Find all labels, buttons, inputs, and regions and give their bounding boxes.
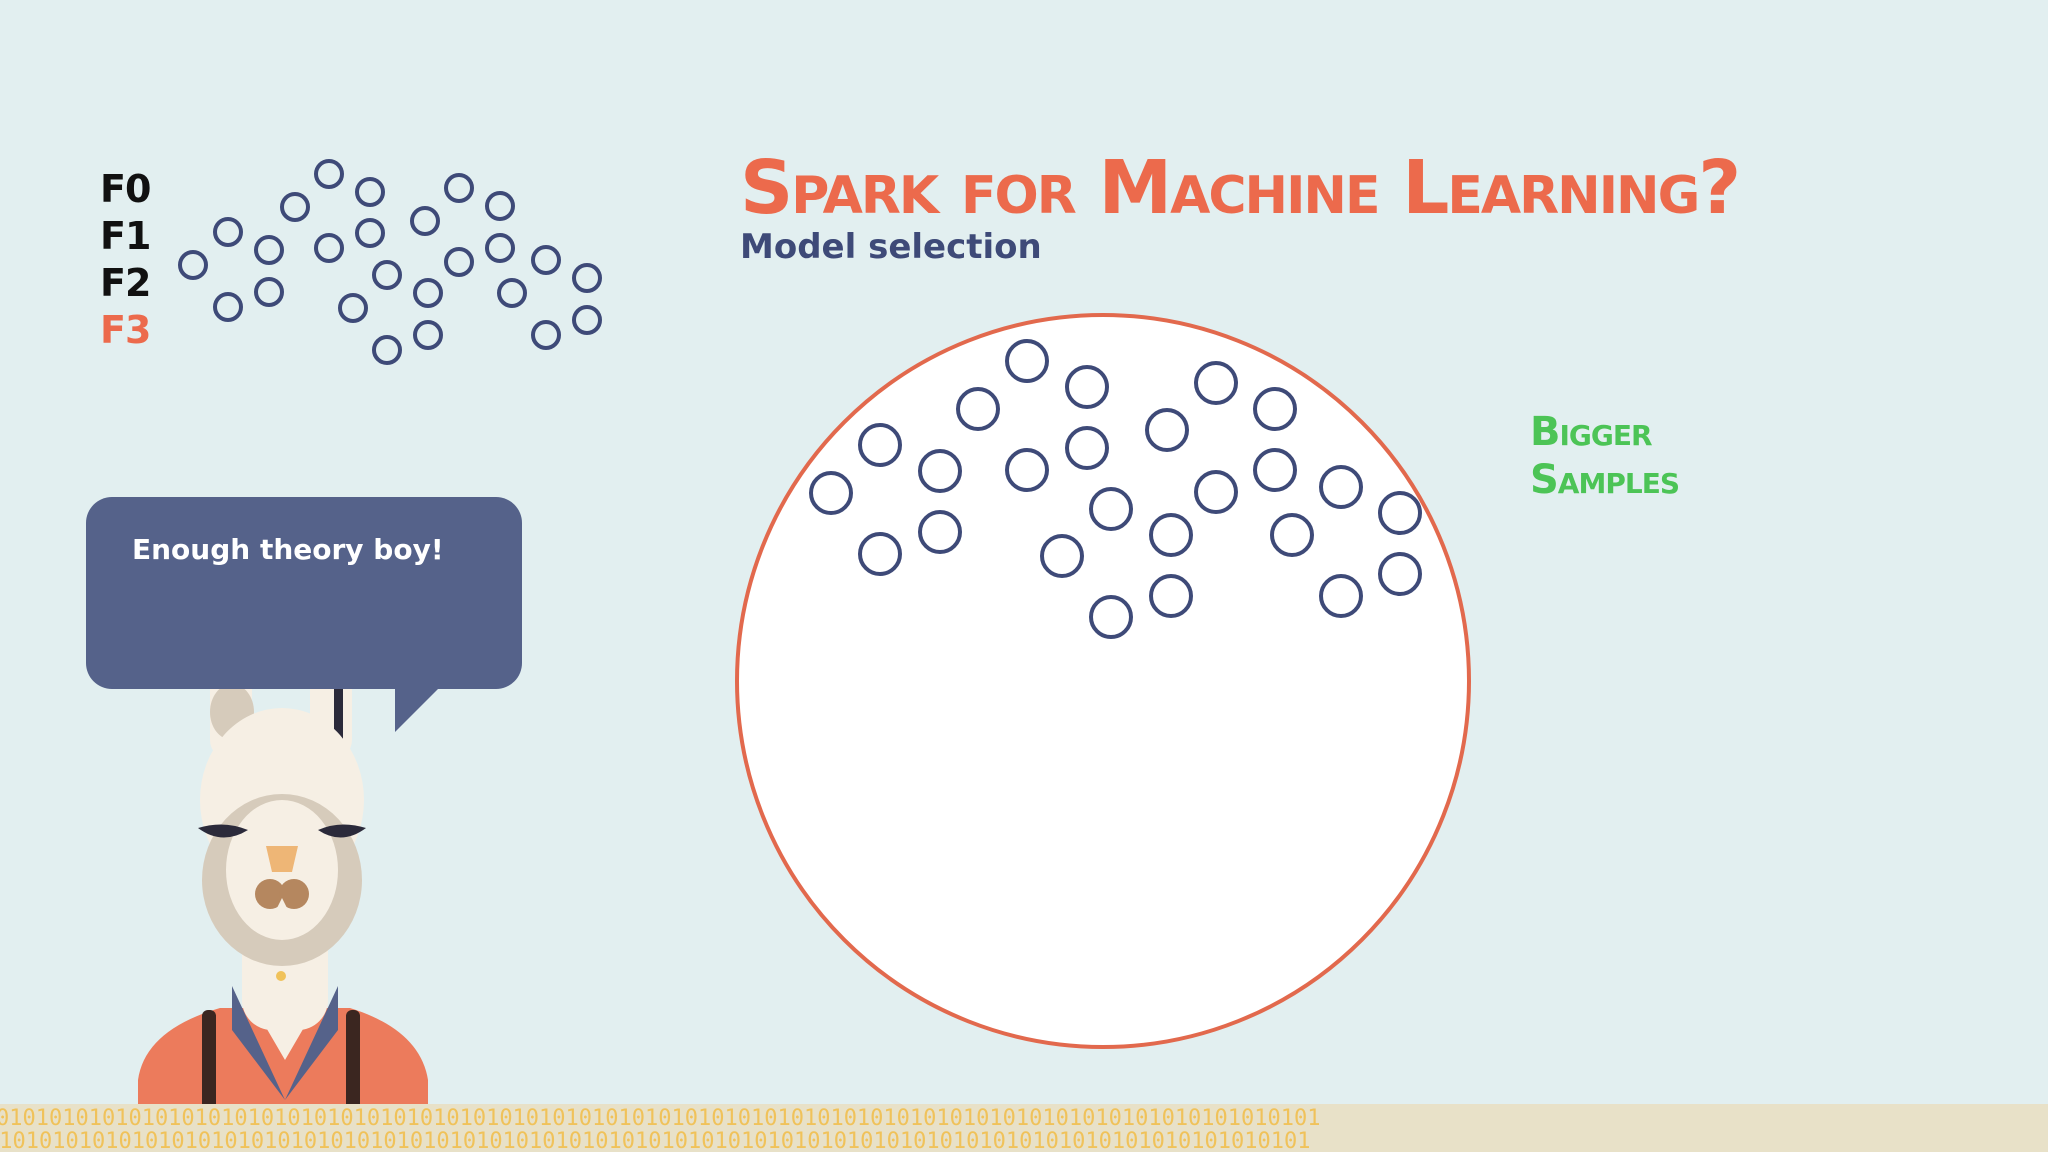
annotation-line-1: Bigger [1530, 409, 1653, 455]
sample-circle-icon [809, 471, 853, 515]
sample-circle-icon [956, 387, 1000, 431]
sample-circle-icon [413, 278, 443, 308]
sample-circle-icon [497, 278, 527, 308]
sample-circle-icon [858, 532, 902, 576]
sample-circle-icon [1270, 513, 1314, 557]
footer-binary-pattern: 0101010101010101010101010101010101010101… [0, 1104, 2048, 1152]
sample-circle-icon [485, 191, 515, 221]
sample-circle-icon [1319, 465, 1363, 509]
sample-circle-icon [372, 260, 402, 290]
sample-circle-icon [1378, 491, 1422, 535]
sample-circle-icon [572, 263, 602, 293]
sample-circle-icon [410, 206, 440, 236]
footer-binary-row-2: 0101010101010101010101010101010101010101… [0, 1129, 1311, 1152]
sample-circle-icon [1194, 361, 1238, 405]
feature-list: F0 F1 F2 F3 [100, 166, 151, 354]
sample-circle-icon [1149, 574, 1193, 618]
sample-circle-icon [444, 173, 474, 203]
sample-circle-icon [1378, 552, 1422, 596]
sample-circle-icon [1065, 365, 1109, 409]
sample-circle-icon [1194, 470, 1238, 514]
llama-mascot [138, 660, 428, 1152]
sample-circle-icon [314, 233, 344, 263]
speech-bubble-text: Enough theory boy! [132, 533, 444, 566]
annotation-bigger-samples: Bigger Samples [1530, 408, 1680, 504]
sample-circle-icon [254, 277, 284, 307]
sample-circle-icon [1065, 426, 1109, 470]
feature-label-f3: F3 [100, 308, 151, 352]
feature-label-f1: F1 [100, 214, 151, 258]
sample-circle-icon [918, 449, 962, 493]
annotation-line-2: Samples [1530, 457, 1680, 503]
footer-binary-row-1: 0101010101010101010101010101010101010101… [0, 1106, 1321, 1131]
slide-title: Spark for Machine Learning? [740, 145, 1741, 231]
sample-circle-icon [1005, 448, 1049, 492]
sample-circle-icon [444, 247, 474, 277]
llama-collar [232, 986, 338, 1100]
feature-label-f2: F2 [100, 261, 151, 305]
sample-circle-icon [572, 305, 602, 335]
slide-subtitle: Model selection [740, 227, 1042, 267]
speech-bubble: Enough theory boy! [86, 497, 522, 689]
sample-boundary-circle [735, 313, 1471, 1049]
sample-circle-icon [1040, 534, 1084, 578]
sample-circle-icon [1149, 513, 1193, 557]
sample-circle-icon [531, 245, 561, 275]
sample-circle-icon [1253, 448, 1297, 492]
enlarged-cluster [809, 339, 1422, 639]
population-cluster [178, 159, 602, 365]
sample-circle-icon [1089, 487, 1133, 531]
sample-circle-icon [1145, 408, 1189, 452]
sample-circle-icon [178, 250, 208, 280]
sample-circle-icon [531, 320, 561, 350]
sample-circle-icon [338, 293, 368, 323]
sample-circle-icon [213, 217, 243, 247]
sample-circle-icon [858, 423, 902, 467]
sample-circle-icon [355, 177, 385, 207]
sample-circle-icon [213, 292, 243, 322]
footer-strip [0, 1104, 2048, 1152]
sample-circle-icon [372, 335, 402, 365]
sample-circle-icon [1089, 595, 1133, 639]
sample-circle-icon [314, 159, 344, 189]
sample-circle-icon [918, 510, 962, 554]
sample-circle-icon [1005, 339, 1049, 383]
sample-circle-icon [254, 235, 284, 265]
sample-circle-icon [413, 320, 443, 350]
feature-label-f0: F0 [100, 167, 151, 211]
sample-circle-icon [485, 233, 515, 263]
speech-bubble-tail [395, 688, 439, 732]
sample-circle-icon [355, 218, 385, 248]
sample-circle-icon [280, 192, 310, 222]
sample-circle-icon [1253, 387, 1297, 431]
sample-circle-icon [1319, 574, 1363, 618]
